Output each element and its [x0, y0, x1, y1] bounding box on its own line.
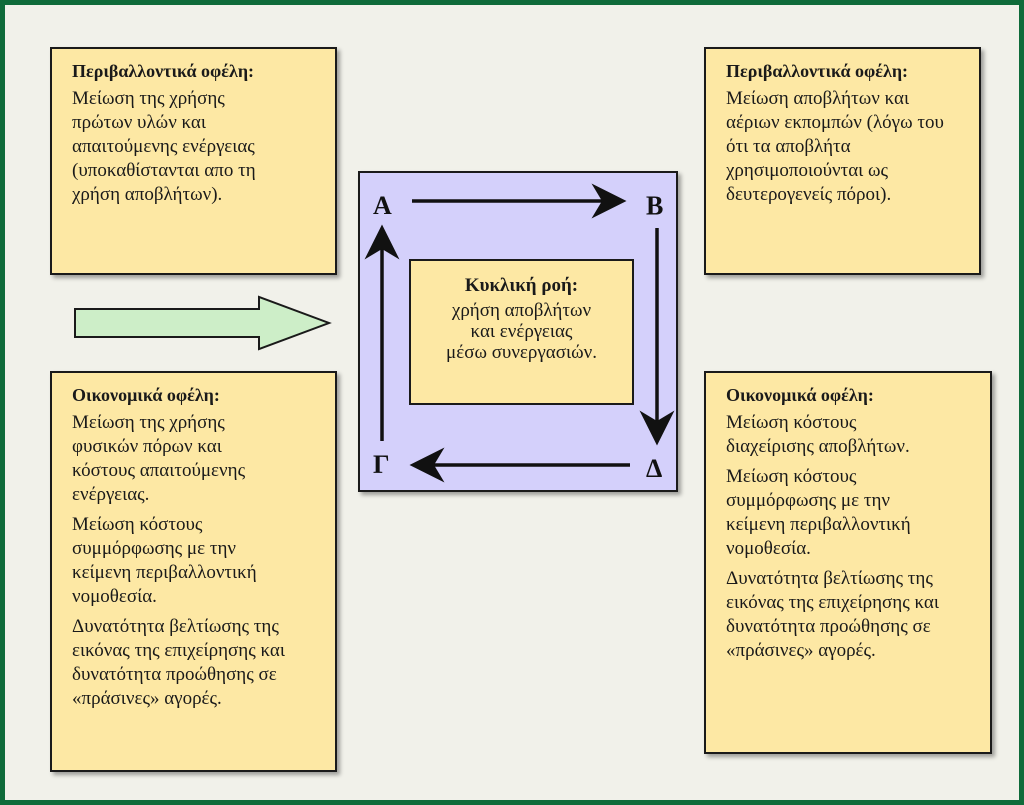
center-box: Κυκλική ροή: χρήση αποβλήτων και ενέργει…: [409, 259, 634, 405]
center-line: μέσω συνεργασιών.: [446, 342, 597, 363]
box-environmental-benefits-right: Περιβαλλοντικά οφέλη: Μείωση αποβλήτων κ…: [704, 47, 981, 275]
box-text: Μείωση της χρήσης πρώτων υλών και απαιτο…: [72, 88, 256, 205]
box-text: Μείωση κόστους διαχείρισης αποβλήτων.: [726, 412, 910, 457]
corner-label-g: Γ: [373, 450, 390, 479]
center-title: Κυκλική ροή:: [464, 275, 579, 296]
box-text: Δυνατότητα βελτίωσης της εικόνας της επι…: [72, 616, 285, 709]
box-title: Οικονομικά οφέλη:: [72, 385, 220, 405]
box-text: Μείωση αποβλήτων και αέριων εκπομπών (λό…: [726, 88, 944, 205]
box-title: Οικονομικά οφέλη:: [726, 385, 874, 405]
box-title: Περιβαλλοντικά οφέλη:: [726, 61, 909, 81]
box-title: Περιβαλλοντικά οφέλη:: [72, 61, 255, 81]
box-economic-benefits-right: Οικονομικά οφέλη: Μείωση κόστους διαχείρ…: [704, 371, 992, 754]
input-arrow-icon: [74, 295, 332, 351]
box-text: Μείωση κόστους συμμόρφωσης με την κείμεν…: [72, 514, 257, 607]
box-environmental-benefits-left: Περιβαλλοντικά οφέλη: Μείωση της χρήσης …: [50, 47, 337, 275]
box-text: Μείωση κόστους συμμόρφωσης με την κείμεν…: [726, 466, 911, 559]
box-economic-benefits-left: Οικονομικά οφέλη: Μείωση της χρήσης φυσι…: [50, 371, 337, 772]
center-line: και ενέργειας: [470, 321, 573, 342]
center-line: χρήση αποβλήτων: [451, 300, 592, 321]
box-text: Μείωση της χρήσης φυσικών πόρων και κόστ…: [72, 412, 246, 505]
circular-flow-diagram: Α Β Γ Δ Κυκλική ροή: χρήση αποβλήτων και…: [358, 171, 678, 492]
cycle-arrows: [364, 183, 675, 483]
corner-label-d: Δ: [646, 454, 663, 483]
box-text: Δυνατότητα βελτίωσης της εικόνας της επι…: [726, 568, 939, 661]
corner-label-a: Α: [373, 191, 392, 220]
corner-label-b: Β: [646, 191, 664, 220]
